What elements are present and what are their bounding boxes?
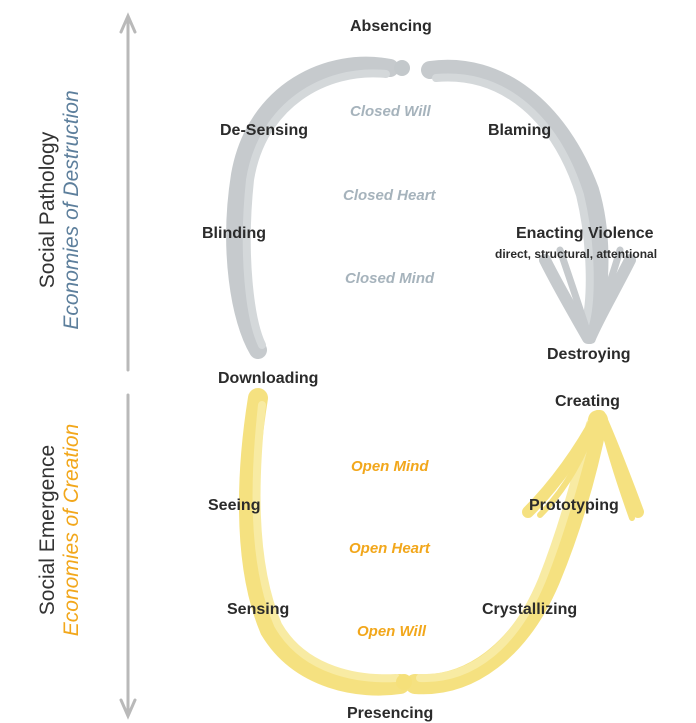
destroying-label: Destroying bbox=[547, 346, 631, 363]
crystallizing-label: Crystallizing bbox=[482, 601, 578, 618]
creation-loop bbox=[239, 388, 644, 696]
social-pathology-title: Social Pathology bbox=[36, 131, 59, 289]
enacting-violence-label: Enacting Violence bbox=[516, 225, 654, 242]
emergence-axis-arrow bbox=[119, 393, 137, 720]
open-heart-label: Open Heart bbox=[349, 540, 430, 557]
emergence-side-label: Social Emergence Economies of Creation bbox=[36, 380, 84, 680]
absencing-label: Absencing bbox=[350, 18, 432, 35]
closed-will-label: Closed Will bbox=[350, 103, 431, 120]
downloading-label: Downloading bbox=[218, 370, 319, 387]
prototyping-label: Prototyping bbox=[529, 497, 619, 514]
closed-heart-label: Closed Heart bbox=[343, 187, 436, 204]
de-sensing-label: De-Sensing bbox=[220, 122, 309, 139]
seeing-label: Seeing bbox=[208, 497, 261, 514]
pathology-axis-arrow bbox=[119, 12, 137, 372]
absencing-dot bbox=[394, 60, 410, 76]
economies-of-destruction-title: Economies of Destruction bbox=[60, 90, 83, 330]
destruction-loop bbox=[226, 56, 636, 359]
social-emergence-title: Social Emergence bbox=[36, 444, 59, 616]
violence-types-label: direct, structural, attentional bbox=[495, 247, 658, 261]
pathology-side-label: Social Pathology Economies of Destructio… bbox=[36, 60, 84, 360]
sensing-label: Sensing bbox=[227, 601, 290, 618]
economies-of-creation-title: Economies of Creation bbox=[60, 423, 83, 637]
creating-label: Creating bbox=[555, 393, 620, 410]
blinding-label: Blinding bbox=[202, 225, 266, 242]
presencing-dot bbox=[396, 674, 412, 690]
presencing-label: Presencing bbox=[347, 705, 434, 722]
closed-mind-label: Closed Mind bbox=[345, 270, 435, 287]
open-will-label: Open Will bbox=[357, 623, 427, 640]
open-mind-label: Open Mind bbox=[351, 458, 429, 475]
blaming-label: Blaming bbox=[488, 122, 552, 139]
